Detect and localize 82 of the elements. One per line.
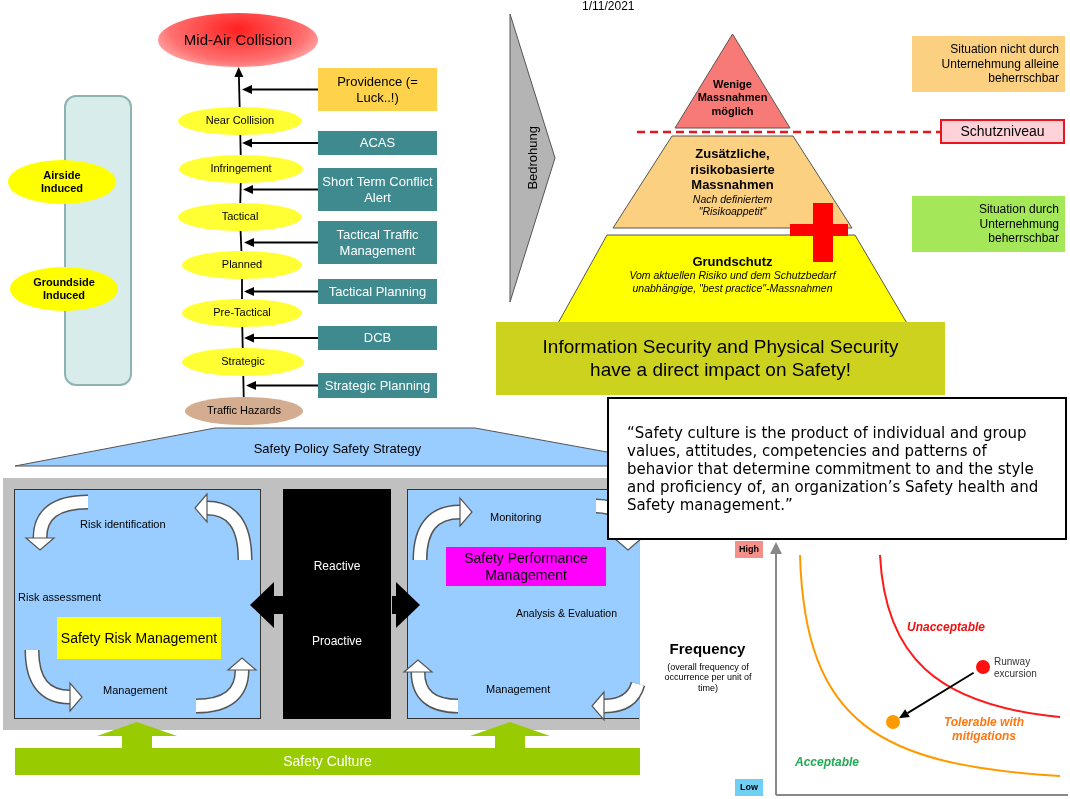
node-label: Nach definiertem "Risikoappetit" (691, 192, 774, 218)
node-label: Low (740, 782, 758, 793)
quote-box (607, 397, 1067, 540)
step-label: Management (486, 683, 552, 696)
base-bar (15, 748, 640, 775)
node-label: Wenige Massnahmen möglich (697, 78, 768, 118)
node-label: Strategic (221, 355, 265, 369)
arrow (244, 287, 319, 296)
node-label: Zusätzliche, risikobasierte Massnahmen (689, 146, 776, 193)
zone-label: Acceptable (795, 756, 861, 770)
barrier-box (318, 373, 437, 398)
data-point (886, 715, 900, 729)
arrow (246, 381, 319, 390)
node-label: Grundschutz (692, 253, 773, 270)
barrier-box (318, 221, 437, 264)
arrow (250, 582, 284, 628)
node-label: Tactical Planning (328, 283, 427, 300)
title-box (57, 617, 221, 659)
node-label: Short Term Conflict Alert (321, 173, 434, 206)
node-label: Situation durch Unternehmung beherrschbar (977, 202, 1059, 246)
node-label: Bedrohung (524, 126, 541, 190)
situation-box (912, 196, 1065, 252)
node-label: Safety Policy Safety Strategy (253, 441, 422, 457)
arrow (97, 722, 177, 748)
zone-label: Tolerable with mitigations (942, 716, 1026, 744)
node-label: Information Security and Physical Security have a direct impact on Safety! (541, 335, 900, 382)
node-label: High (739, 544, 759, 555)
step-label: Monitoring (490, 511, 543, 524)
node-label: Tactical (221, 210, 259, 224)
node-label: DCB (363, 330, 392, 346)
node-label: Planned (221, 258, 263, 272)
step-label: Analysis & Evaluation (516, 607, 618, 620)
node-label: ACAS (359, 135, 396, 151)
axis-title: Frequency (668, 640, 747, 658)
node-label: Safety Culture (283, 753, 372, 770)
arrow (242, 138, 319, 148)
node-label: Safety Risk Management (60, 629, 218, 647)
arrow (234, 67, 244, 108)
node-label: Near Collision (205, 114, 275, 128)
node-label: Vom aktuellen Risiko und dem Schutzbedarf unabhängige, "best practice"-Massnahmen (628, 269, 838, 295)
barrier-box (318, 326, 437, 350)
scale-box (735, 779, 763, 796)
node-label: Safety Performance Management (463, 549, 589, 584)
node-label: Strategic Planning (324, 377, 431, 394)
arrow (242, 85, 319, 94)
arrow (392, 582, 420, 628)
pillar-panel (283, 489, 391, 719)
node-label: Providence (= Luck..!) (336, 73, 419, 106)
barrier-box (318, 131, 437, 155)
data-point (976, 660, 990, 674)
step-label: Management (103, 684, 169, 697)
node-label: Traffic Hazards (207, 404, 281, 418)
arrow (244, 333, 319, 343)
axis-note: (overall frequency of occurrence per unit of time) (664, 662, 752, 694)
level-box (940, 119, 1065, 144)
zone-label: Unacceptable (907, 621, 987, 635)
node-label: Tactical Traffic Management (335, 226, 420, 259)
node-label: Pre-Tactical (213, 306, 271, 320)
arrow (244, 238, 319, 247)
situation-box (912, 36, 1065, 92)
node-label: Infringement (210, 162, 272, 176)
process-panel (14, 489, 261, 719)
node-label: Mid-Air Collision (183, 31, 293, 49)
node-label: Schutzniveau (960, 123, 1045, 140)
node-label: Reactive (313, 559, 361, 574)
scale-box (735, 541, 763, 558)
arrow (898, 671, 975, 719)
barrier-box (318, 279, 437, 304)
node-label: Situation nicht durch Unternehmung alleine beherrschbar (940, 42, 1059, 86)
node-label: “Safety culture is the product of individual and group values, attitudes, competencies and patterns of behavior that determine commitment to and the style and proficiency of, an organization’s Safety health and Safety management.” (627, 423, 1040, 514)
node-label: Groundside Induced (32, 275, 96, 303)
step-label: Risk identification (80, 518, 167, 531)
title-box (446, 547, 606, 586)
point-label: Runway excursion (994, 656, 1038, 679)
barrier-box (318, 68, 437, 111)
step-label: Risk assessment (18, 591, 103, 604)
arrow (470, 722, 550, 748)
node-label: Proactive (312, 634, 362, 649)
arrow (243, 185, 319, 194)
date-text: 1/11/2021 (582, 0, 636, 14)
node-label: Airside Induced (39, 168, 85, 196)
message-banner (496, 322, 945, 395)
